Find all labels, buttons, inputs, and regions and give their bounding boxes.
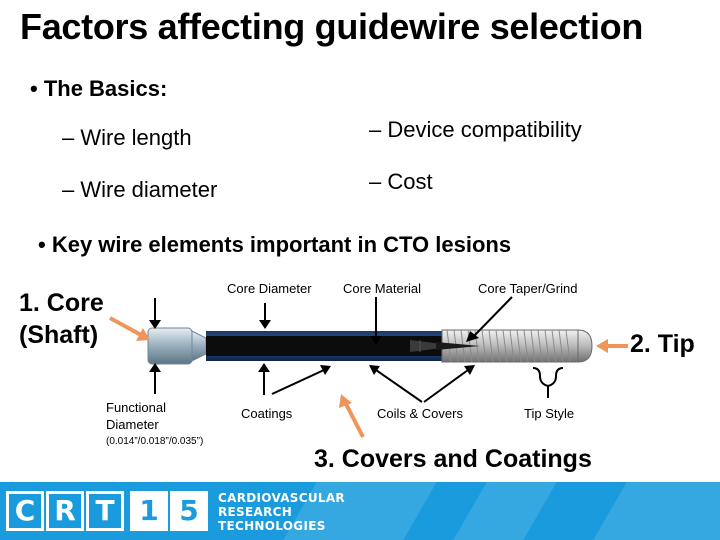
bullet-the-basics: • The Basics: xyxy=(30,76,168,101)
footer-banner: C R T 1 5 CARDIOVASCULAR RESEARCH TECHNO… xyxy=(0,482,720,540)
orange-arrow-covers xyxy=(339,394,365,438)
guidewire-shaft xyxy=(206,331,442,361)
arrow-core-material xyxy=(370,297,382,345)
arrow-functional-top xyxy=(149,298,161,329)
bullet-key-wire-elements: • Key wire elements important in CTO les… xyxy=(38,232,512,257)
brand-line-3: TECHNOLOGIES xyxy=(218,519,326,533)
logo-digit-5: 5 xyxy=(170,491,208,531)
logo-digit-1: 1 xyxy=(130,491,168,531)
label-coils-covers: Coils & Covers xyxy=(377,406,463,421)
label-functional-sizes: (0.014”/0.018”/0.035”) xyxy=(106,436,204,447)
footer-streak xyxy=(593,482,720,540)
tip-style-brace xyxy=(532,367,564,398)
brand-line-1: CARDIOVASCULAR xyxy=(218,491,345,505)
label-coatings: Coatings xyxy=(241,406,293,421)
logo-letter-r: R xyxy=(46,491,84,531)
basic-item-wire-length: – Wire length xyxy=(62,125,192,150)
arrow-coils-covers xyxy=(369,365,475,403)
brand-line-2: RESEARCH xyxy=(218,505,293,519)
arrow-core-diameter xyxy=(259,303,271,329)
label-core-taper: Core Taper/Grind xyxy=(478,281,578,296)
orange-arrow-tip xyxy=(596,339,628,353)
tip-title: 2. Tip xyxy=(630,330,695,358)
arrow-core-taper xyxy=(466,296,513,342)
footer-streak xyxy=(453,482,557,540)
orange-arrow-core xyxy=(109,316,150,341)
logo-letter-t: T xyxy=(86,491,124,531)
slide-title: Factors affecting guidewire selection xyxy=(20,6,644,47)
arrow-coatings xyxy=(258,363,331,395)
core-shaft-title: 1. Core (Shaft) xyxy=(19,289,104,349)
guidewire-coil-tip xyxy=(436,329,593,363)
basic-item-cost: – Cost xyxy=(369,169,433,194)
arrow-functional-bottom xyxy=(149,363,161,394)
label-core-diameter: Core Diameter xyxy=(227,281,312,296)
logo-letter-c: C xyxy=(6,491,44,531)
guidewire-hub xyxy=(147,327,207,365)
covers-coatings-title: 3. Covers and Coatings xyxy=(314,445,592,473)
label-functional-diameter: Functional Diameter xyxy=(106,400,166,432)
basic-item-wire-diameter: – Wire diameter xyxy=(62,177,218,202)
basic-item-device-compatibility: – Device compatibility xyxy=(369,117,582,142)
label-core-material: Core Material xyxy=(343,281,422,296)
label-tip-style: Tip Style xyxy=(524,406,575,421)
